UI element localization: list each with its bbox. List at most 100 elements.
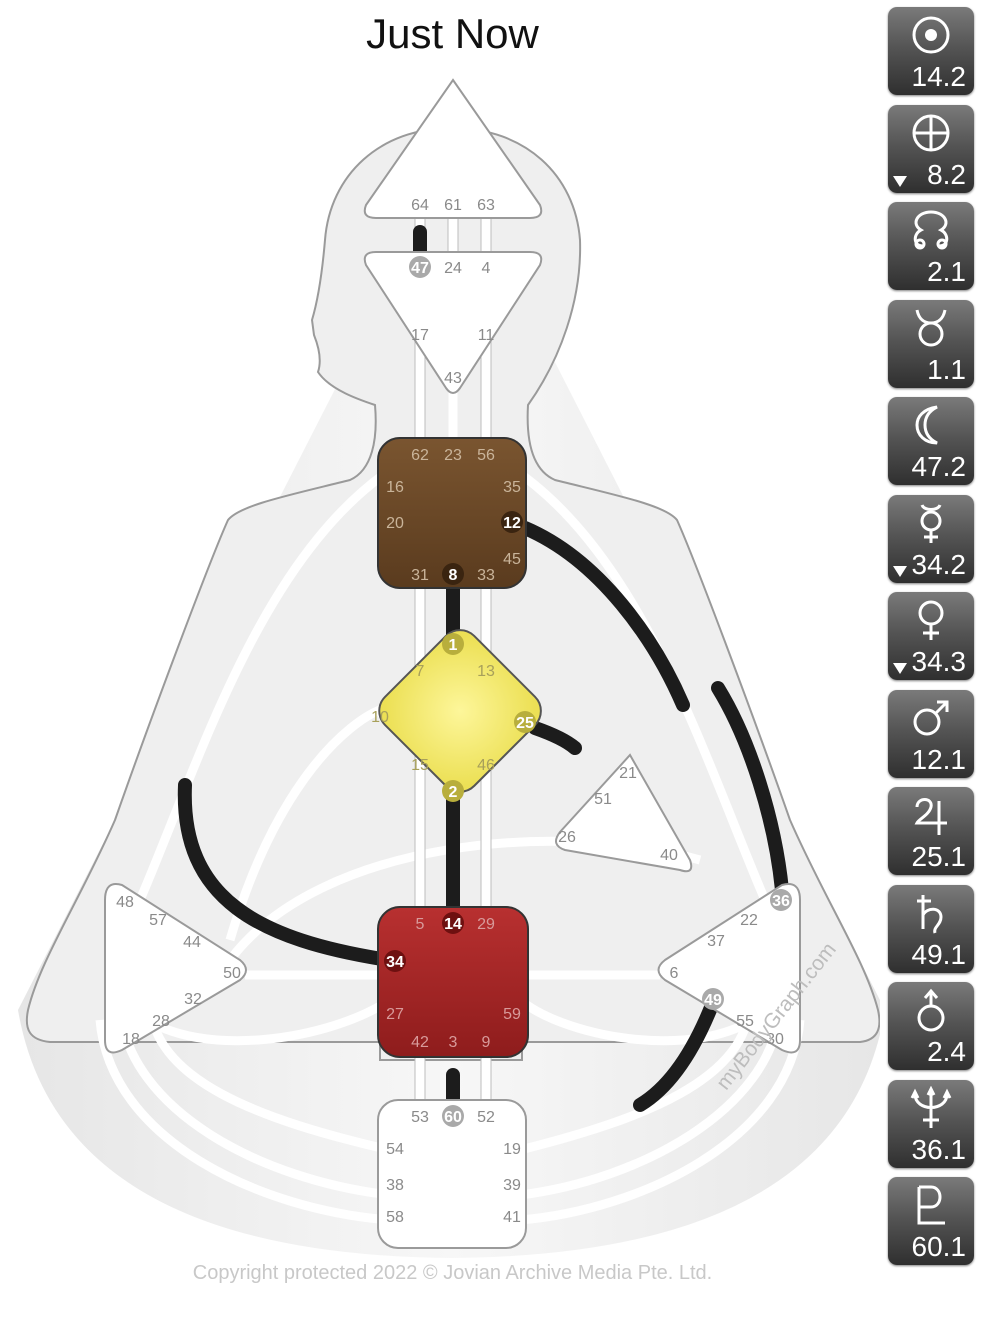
- planet-gate-value: 60.1: [912, 1231, 967, 1263]
- gate-25: 25: [516, 715, 534, 732]
- planet-gate-value: 34.2: [912, 549, 967, 581]
- gate-29: 29: [477, 916, 495, 933]
- gate-9: 9: [482, 1034, 491, 1051]
- gate-58: 58: [386, 1209, 404, 1226]
- planet-button-earth[interactable]: 8.2: [888, 105, 974, 193]
- planet-button-mars[interactable]: 12.1: [888, 690, 974, 778]
- uranus-icon: [909, 988, 953, 1032]
- planet-button-moon[interactable]: 47.2: [888, 397, 974, 485]
- gate-6: 6: [670, 965, 679, 982]
- gate-41: 41: [503, 1209, 521, 1226]
- gate-62: 62: [411, 447, 429, 464]
- gate-47: 47: [411, 260, 429, 277]
- gate-63: 63: [477, 197, 495, 214]
- gate-28: 28: [152, 1013, 170, 1030]
- earth-icon: [909, 111, 953, 155]
- venus-icon: [909, 598, 953, 642]
- gate-33: 33: [477, 567, 495, 584]
- planet-button-uranus[interactable]: 2.4: [888, 982, 974, 1070]
- gate-12: 12: [503, 515, 521, 532]
- gate-20: 20: [386, 515, 404, 532]
- gate-59: 59: [503, 1006, 521, 1023]
- planet-gate-value: 8.2: [927, 159, 966, 191]
- gate-17: 17: [411, 327, 429, 344]
- gate-39: 39: [503, 1177, 521, 1194]
- sun-icon: [909, 13, 953, 57]
- gate-27: 27: [386, 1006, 404, 1023]
- gate-8: 8: [449, 567, 458, 584]
- planet-gate-value: 1.1: [927, 354, 966, 386]
- gate-49: 49: [704, 992, 722, 1009]
- gate-38: 38: [386, 1177, 404, 1194]
- gate-2: 2: [449, 784, 458, 801]
- mars-icon: [909, 696, 953, 740]
- gate-19: 19: [503, 1141, 521, 1158]
- gate-11: 11: [478, 327, 495, 344]
- planet-button-north-node[interactable]: 2.1: [888, 202, 974, 290]
- north-node-icon: [909, 208, 953, 252]
- gate-1: 1: [449, 637, 458, 654]
- gate-52: 52: [477, 1109, 495, 1126]
- gate-57: 57: [149, 912, 167, 929]
- planet-button-venus[interactable]: 34.3: [888, 592, 974, 680]
- gate-24: 24: [444, 260, 462, 277]
- planet-button-south-node[interactable]: 1.1: [888, 300, 974, 388]
- gate-53: 53: [411, 1109, 429, 1126]
- gate-37: 37: [707, 933, 725, 950]
- gate-44: 44: [183, 934, 201, 951]
- gate-64: 64: [411, 197, 429, 214]
- gate-35: 35: [503, 479, 521, 496]
- planet-gate-value: 2.4: [927, 1036, 966, 1068]
- planet-gate-value: 34.3: [912, 646, 967, 678]
- gate-26: 26: [558, 829, 576, 846]
- gate-18: 18: [122, 1031, 140, 1048]
- gate-15: 15: [411, 757, 429, 774]
- gate-48: 48: [116, 894, 134, 911]
- gate-32: 32: [184, 991, 202, 1008]
- gate-21: 21: [619, 765, 637, 782]
- saturn-icon: [909, 891, 953, 935]
- gate-36: 36: [772, 893, 790, 910]
- gate-3: 3: [449, 1034, 458, 1051]
- gate-56: 56: [477, 447, 495, 464]
- gate-51: 51: [594, 791, 612, 808]
- gate-14: 14: [444, 916, 462, 933]
- planet-button-neptune[interactable]: 36.1: [888, 1080, 974, 1168]
- planet-gate-value: 14.2: [912, 61, 967, 93]
- dropdown-arrow-icon: [893, 663, 907, 674]
- planet-gate-value: 49.1: [912, 939, 967, 971]
- south-node-icon: [909, 306, 953, 350]
- gate-10: 10: [371, 709, 389, 726]
- jupiter-icon: [909, 793, 953, 837]
- planet-gate-value: 25.1: [912, 841, 967, 873]
- planet-gate-value: 12.1: [912, 744, 967, 776]
- gate-54: 54: [386, 1141, 404, 1158]
- gate-23: 23: [444, 447, 462, 464]
- gate-45: 45: [503, 551, 521, 568]
- planet-gate-value: 47.2: [912, 451, 967, 483]
- gate-43: 43: [444, 370, 462, 387]
- neptune-icon: [909, 1086, 953, 1130]
- gate-60: 60: [444, 1109, 462, 1126]
- planet-button-pluto[interactable]: 60.1: [888, 1177, 974, 1265]
- gate-46: 46: [477, 757, 495, 774]
- copyright-notice: Copyright protected 2022 © Jovian Archiv…: [0, 1262, 905, 1285]
- bodygraph: 64 61 63 47 24 4 17 11 43 62 23 56 16 35…: [0, 0, 880, 1328]
- gate-5: 5: [416, 916, 425, 933]
- planet-button-saturn[interactable]: 49.1: [888, 885, 974, 973]
- mercury-icon: [909, 501, 953, 545]
- gate-31: 31: [411, 567, 429, 584]
- gate-40: 40: [660, 847, 678, 864]
- gate-22: 22: [740, 912, 758, 929]
- planet-button-mercury[interactable]: 34.2: [888, 495, 974, 583]
- planet-gate-value: 2.1: [927, 256, 966, 288]
- gate-50: 50: [223, 965, 241, 982]
- gate-16: 16: [386, 479, 404, 496]
- dropdown-arrow-icon: [893, 566, 907, 577]
- planet-panel: 14.2 8.2 2.1 1.1 47.2 34.2 34.3 12.1 25.1 49.1 2.4…: [888, 7, 974, 1275]
- planet-gate-value: 36.1: [912, 1134, 967, 1166]
- gate-7: 7: [416, 663, 425, 680]
- pluto-icon: [909, 1183, 953, 1227]
- planet-button-sun[interactable]: 14.2: [888, 7, 974, 95]
- planet-button-jupiter[interactable]: 25.1: [888, 787, 974, 875]
